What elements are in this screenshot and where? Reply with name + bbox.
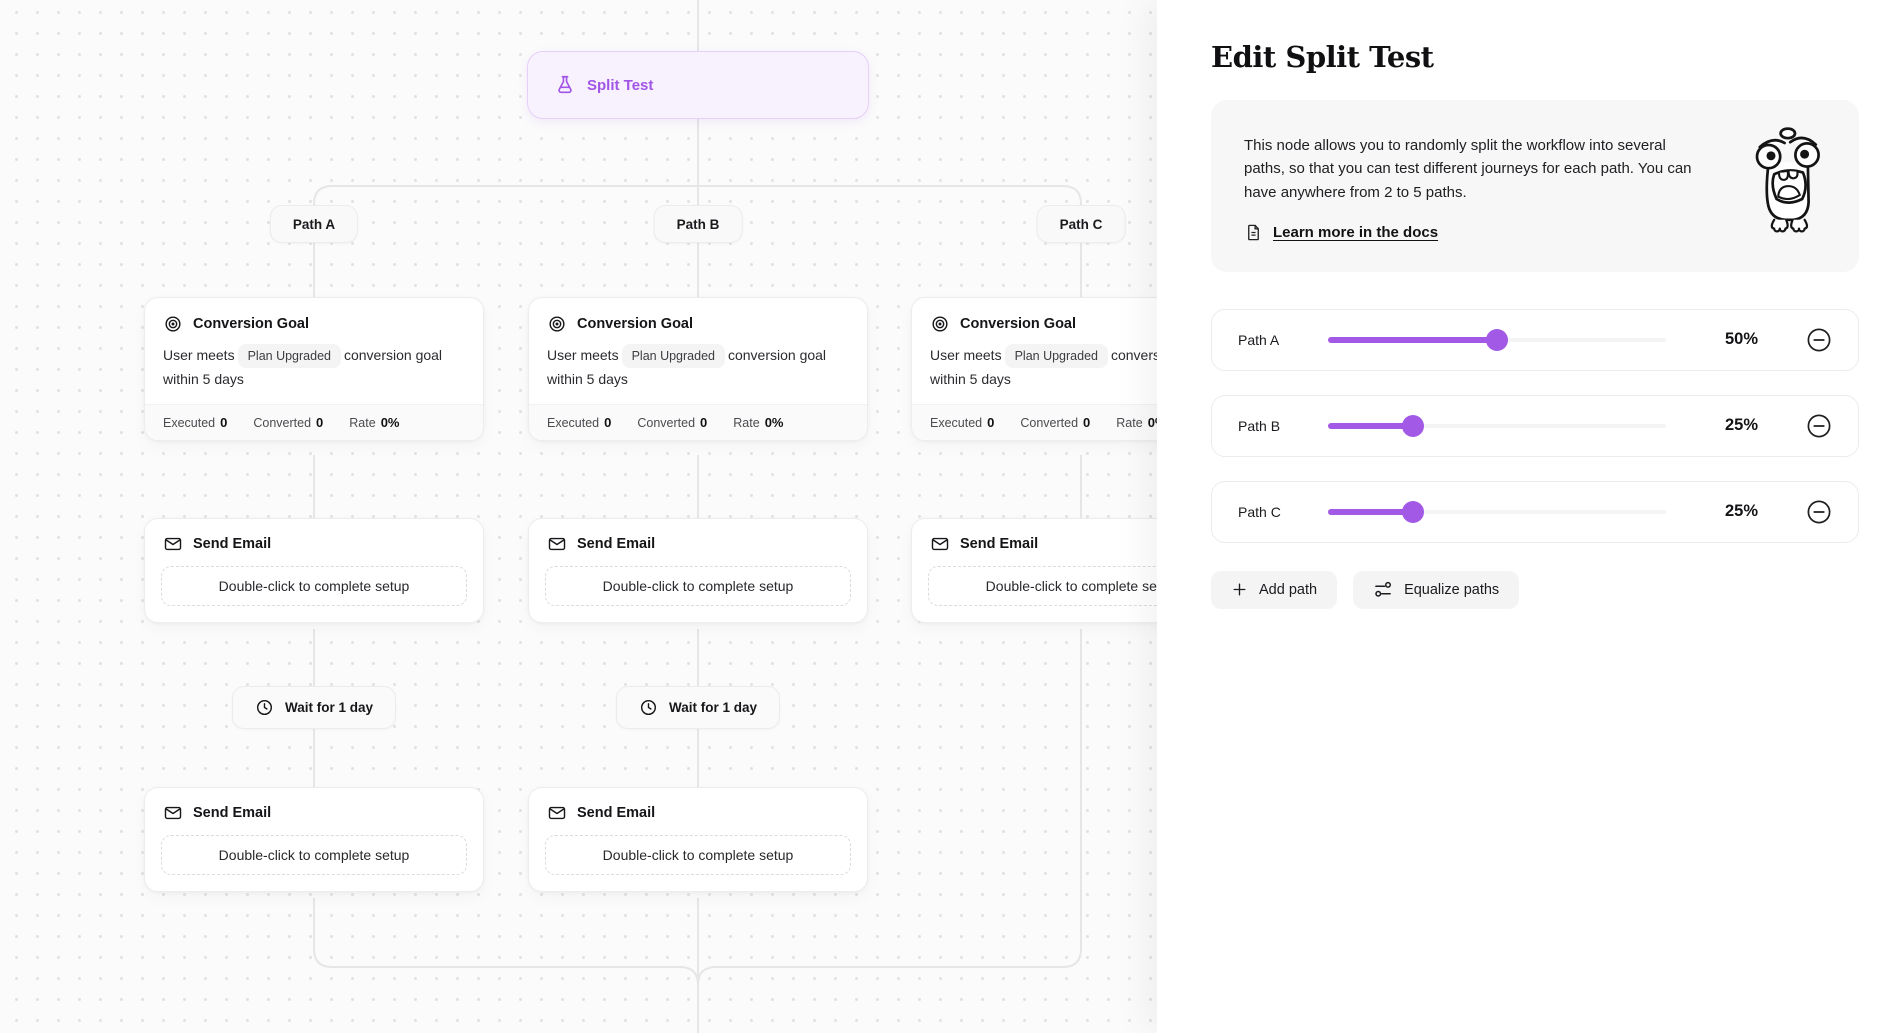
remove-path-button[interactable] <box>1806 413 1832 439</box>
send-email-title: Send Email <box>193 805 272 821</box>
conversion-goal-title: Conversion Goal <box>577 316 694 332</box>
equalizer-icon <box>1375 581 1392 597</box>
path-a-percent: 50% <box>1724 330 1758 349</box>
setup-placeholder[interactable]: Double-click to complete setup <box>161 566 467 606</box>
slider-thumb[interactable] <box>1486 328 1508 351</box>
path-rows: Path A 50% Path B 25% <box>1211 308 1859 543</box>
path-b-pill[interactable]: Path B <box>653 205 743 243</box>
slider-track[interactable] <box>1328 509 1666 514</box>
slider-fill <box>1328 508 1413 515</box>
conversion-goal-title: Conversion Goal <box>193 316 310 332</box>
send-email-card[interactable]: Send Email Double-click to complete setu… <box>144 518 484 623</box>
monster-illustration <box>1755 127 1820 233</box>
send-email-card[interactable]: Send Email Double-click to complete setu… <box>528 518 868 623</box>
wait-node[interactable]: Wait for 1 day <box>615 686 781 729</box>
envelope-icon <box>548 537 566 551</box>
equalize-paths-button[interactable]: Equalize paths <box>1353 570 1520 609</box>
panel-actions: Add path Equalize paths <box>1211 570 1859 609</box>
wait-node-label: Wait for 1 day <box>668 700 758 715</box>
path-slider[interactable] <box>1328 500 1666 523</box>
path-a-label: Path A <box>1238 331 1280 348</box>
send-email-title: Send Email <box>193 536 272 552</box>
info-box: This node allows you to randomly split t… <box>1211 100 1859 272</box>
docs-link-row[interactable]: Learn more in the docs <box>1244 223 1438 242</box>
flask-icon <box>558 75 572 94</box>
add-path-button[interactable]: Add path <box>1211 570 1338 609</box>
send-email-title: Send Email <box>577 805 656 821</box>
minus-circle-icon <box>1807 414 1831 438</box>
envelope-icon <box>164 537 182 551</box>
slider-fill <box>1328 422 1413 429</box>
minus-circle-icon <box>1807 500 1831 524</box>
wait-node[interactable]: Wait for 1 day <box>231 686 397 729</box>
panel-title: Edit Split Test <box>1211 40 1434 74</box>
slider-track[interactable] <box>1328 423 1666 428</box>
path-c-percent: 25% <box>1724 502 1758 521</box>
slider-thumb[interactable] <box>1401 500 1424 523</box>
remove-path-button[interactable] <box>1806 499 1832 525</box>
bullseye-icon <box>932 316 948 332</box>
send-email-card[interactable]: Send Email Double-click to complete setu… <box>144 787 484 892</box>
docs-link[interactable]: Learn more in the docs <box>1273 223 1439 241</box>
equalize-paths-label: Equalize paths <box>1404 581 1500 598</box>
add-path-label: Add path <box>1259 581 1318 598</box>
envelope-icon <box>164 806 182 820</box>
path-row: Path A 50% <box>1211 308 1859 371</box>
clock-icon <box>256 699 273 716</box>
slider-fill <box>1328 336 1497 343</box>
document-icon <box>1248 224 1259 241</box>
path-c-pill-label: Path C <box>1059 216 1103 232</box>
bullseye-icon <box>165 316 181 332</box>
remove-path-button[interactable] <box>1806 327 1832 353</box>
plan-upgraded-tag: Plan Upgraded <box>237 344 341 368</box>
plan-upgraded-tag: Plan Upgraded <box>621 344 725 368</box>
send-email-title: Send Email <box>577 536 656 552</box>
path-b-percent: 25% <box>1724 416 1758 435</box>
path-c-label: Path C <box>1238 503 1281 520</box>
bullseye-icon <box>549 316 565 332</box>
envelope-icon <box>931 537 949 551</box>
wait-node-label: Wait for 1 day <box>284 700 374 715</box>
path-row: Path C 25% <box>1211 480 1859 543</box>
split-test-label: Split Test <box>587 76 654 94</box>
path-b-label: Path B <box>1238 417 1281 434</box>
setup-placeholder[interactable]: Double-click to complete setup <box>545 835 851 875</box>
path-a-pill[interactable]: Path A <box>269 205 359 243</box>
path-c-pill[interactable]: Path C <box>1036 205 1126 243</box>
envelope-icon <box>548 806 566 820</box>
path-b-pill-label: Path B <box>676 216 720 232</box>
edit-split-test-panel: Edit Split Test This node allows you to … <box>1157 0 1899 1033</box>
plus-icon <box>1233 583 1246 596</box>
path-a-pill-label: Path A <box>292 216 336 232</box>
conversion-goal-title: Conversion Goal <box>960 316 1077 332</box>
plan-upgraded-tag: Plan Upgraded <box>1004 344 1108 368</box>
path-slider[interactable] <box>1328 414 1666 437</box>
send-email-title: Send Email <box>960 536 1039 552</box>
split-test-node[interactable]: Split Test <box>527 51 869 119</box>
send-email-card[interactable]: Send Email Double-click to complete setu… <box>528 787 868 892</box>
clock-icon <box>640 699 657 716</box>
path-row: Path B 25% <box>1211 394 1859 457</box>
minus-circle-icon <box>1807 328 1831 352</box>
setup-placeholder[interactable]: Double-click to complete setup <box>545 566 851 606</box>
path-slider[interactable] <box>1328 328 1666 351</box>
slider-thumb[interactable] <box>1401 414 1424 437</box>
setup-placeholder[interactable]: Double-click to complete setup <box>161 835 467 875</box>
info-description: This node allows you to randomly split t… <box>1244 137 1692 201</box>
